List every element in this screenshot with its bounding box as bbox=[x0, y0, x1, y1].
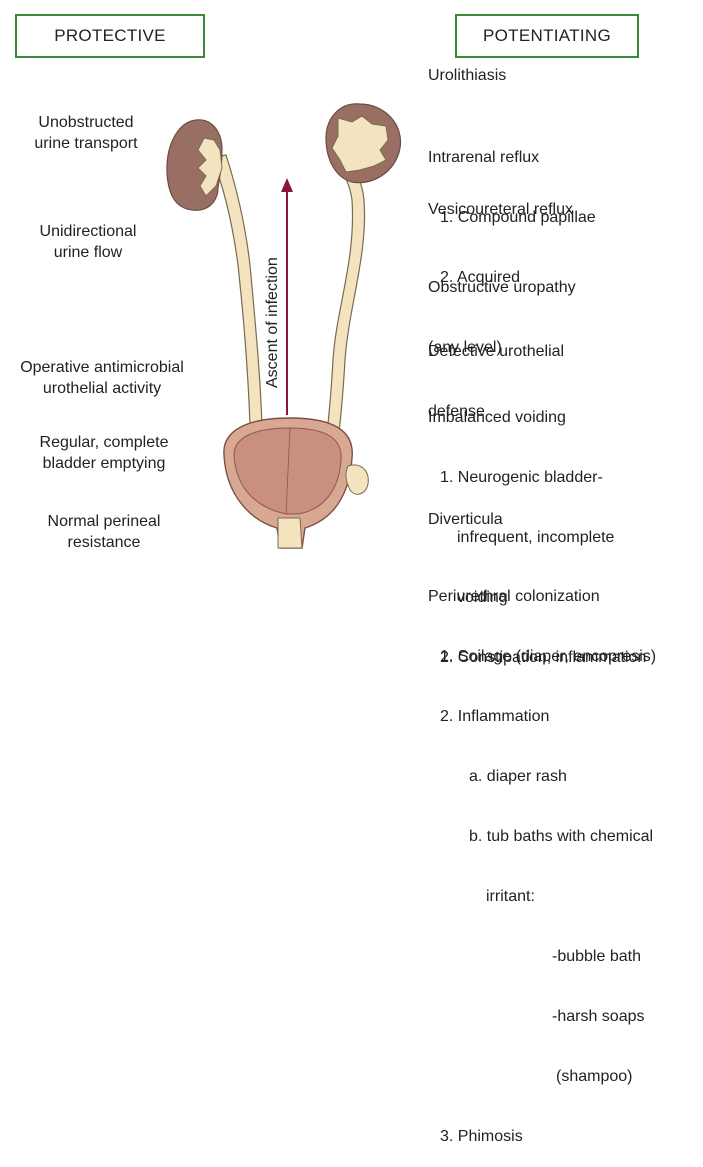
potentiating-obstructive-uropathy: Obstructive uropathy (any level) bbox=[428, 279, 576, 356]
potentiating-heading: POTENTIATING bbox=[483, 26, 611, 45]
ascent-arrow-head bbox=[281, 178, 293, 192]
protective-item-3: Operative antimicrobial urothelial activ… bbox=[20, 359, 184, 397]
urinary-tract-illustration bbox=[166, 103, 402, 549]
right-ureter bbox=[326, 159, 366, 433]
potentiating-imbalanced-voiding: Imbalanced voiding 1. Neurogenic bladder… bbox=[428, 409, 647, 666]
protective-item-2: Unidirectional urine flow bbox=[39, 223, 137, 261]
urethra bbox=[277, 517, 303, 549]
left-ureter bbox=[211, 154, 263, 426]
right-kidney-pelvis bbox=[331, 115, 389, 173]
potentiating-defective-defense: Defective urothelial defense bbox=[428, 343, 565, 420]
protective-heading-box: PROTECTIVE bbox=[15, 14, 205, 58]
protective-heading: PROTECTIVE bbox=[54, 26, 166, 45]
protective-item-1: Unobstructed urine transport bbox=[34, 114, 138, 152]
diverticulum bbox=[345, 464, 369, 495]
left-kidney-pelvis bbox=[197, 137, 223, 197]
bladder-lumen bbox=[233, 427, 342, 515]
potentiating-heading-box: POTENTIATING bbox=[455, 14, 639, 58]
potentiating-intrarenal-reflux: Intrarenal reflux 1. Compound papillae 2… bbox=[428, 149, 596, 286]
potentiating-vesicoureteral-reflux: Vesicoureteral reflux bbox=[428, 201, 573, 218]
protective-item-5: Normal perineal resistance bbox=[47, 513, 161, 551]
protective-item-4: Regular, complete bladder emptying bbox=[39, 434, 169, 472]
potentiating-diverticula: Diverticula bbox=[428, 511, 503, 528]
ascent-of-infection-label: Ascent of infection bbox=[264, 257, 281, 388]
potentiating-periurethral-colonization: Periurethral colonization 1. Soilage (di… bbox=[428, 588, 657, 1145]
potentiating-urolithiasis: Urolithiasis bbox=[428, 67, 507, 84]
